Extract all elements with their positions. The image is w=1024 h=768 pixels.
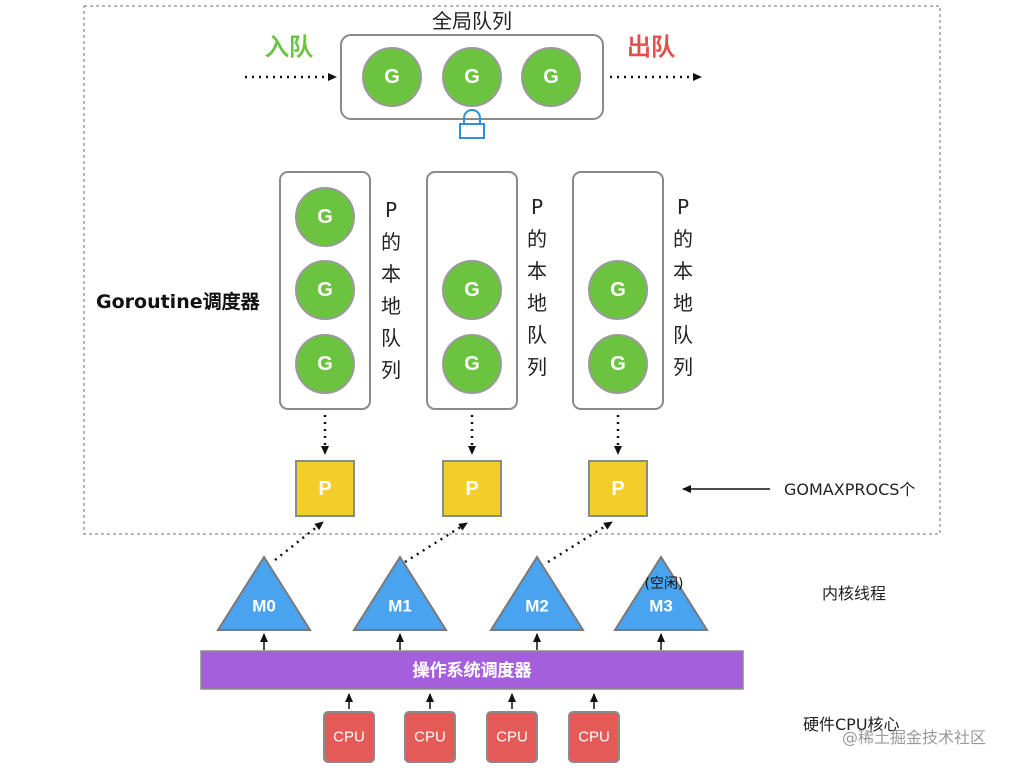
machine-label: M0 bbox=[252, 597, 276, 616]
machine-label: M1 bbox=[388, 597, 412, 616]
global-goroutine: G bbox=[521, 47, 581, 107]
local-goroutine-label: G bbox=[317, 279, 333, 301]
scheduler-label: Goroutine调度器 bbox=[96, 290, 261, 313]
cpu-label: CPU bbox=[414, 729, 446, 746]
local-queue-label-char: 本 bbox=[527, 259, 547, 283]
kernel-threads-label: 内核线程 bbox=[822, 584, 886, 603]
global-goroutine-label: G bbox=[464, 66, 480, 88]
machine-thread: M0 bbox=[216, 555, 312, 631]
os-scheduler-label: 操作系统调度器 bbox=[413, 660, 533, 681]
local-queue-label-char: 的 bbox=[381, 230, 401, 254]
gomaxprocs-label: GOMAXPROCS个 bbox=[784, 480, 915, 499]
local-queue-label-char: 队 bbox=[527, 323, 547, 347]
machine-thread: M1 bbox=[352, 555, 448, 631]
local-goroutine: G bbox=[588, 260, 648, 320]
local-queue-label: P 的 本 地 队 列 bbox=[673, 195, 693, 379]
processor-label: P bbox=[611, 478, 624, 500]
global-goroutine-label: G bbox=[543, 66, 559, 88]
local-goroutine-label: G bbox=[317, 353, 333, 375]
local-goroutine-label: G bbox=[610, 279, 626, 301]
lock-icon bbox=[459, 109, 485, 139]
scheduler-boundary bbox=[83, 5, 941, 535]
local-goroutine-label: G bbox=[464, 353, 480, 375]
local-goroutine: G bbox=[295, 334, 355, 394]
machine-label: M3 bbox=[649, 597, 673, 616]
local-goroutine-label: G bbox=[610, 353, 626, 375]
local-goroutine: G bbox=[295, 260, 355, 320]
cpu-label: CPU bbox=[578, 729, 610, 746]
local-goroutine: G bbox=[588, 334, 648, 394]
machine-thread: M3 bbox=[613, 555, 709, 631]
local-goroutine: G bbox=[442, 260, 502, 320]
cpu-core: CPU bbox=[404, 711, 456, 763]
global-goroutine-label: G bbox=[384, 66, 400, 88]
local-queue-label-char: 的 bbox=[527, 227, 547, 251]
m-to-p-arrow bbox=[274, 521, 324, 561]
local-queue-label-char: 本 bbox=[381, 262, 401, 286]
local-queue-label-char: 列 bbox=[527, 355, 547, 379]
hardware-label: 硬件CPU核心 bbox=[803, 715, 900, 734]
processor-label: P bbox=[465, 478, 478, 500]
m-to-p-arrow bbox=[404, 521, 468, 564]
cpu-core: CPU bbox=[568, 711, 620, 763]
local-queue-label: P 的 本 地 队 列 bbox=[381, 198, 401, 382]
local-queue-label-char: 队 bbox=[381, 326, 401, 350]
idle-note: (空闲) bbox=[645, 576, 684, 592]
local-queue-label-char: 队 bbox=[673, 323, 693, 347]
global-goroutine: G bbox=[362, 47, 422, 107]
global-goroutine: G bbox=[442, 47, 502, 107]
local-goroutine: G bbox=[442, 334, 502, 394]
local-queue-label-char: P bbox=[677, 195, 689, 219]
local-queue-label-char: 的 bbox=[673, 227, 693, 251]
machine-thread: M2 bbox=[489, 555, 585, 631]
local-queue-label: P 的 本 地 队 列 bbox=[527, 195, 547, 379]
local-queue-label-char: 地 bbox=[673, 291, 693, 315]
local-goroutine-label: G bbox=[464, 279, 480, 301]
local-queue-label-char: 地 bbox=[527, 291, 547, 315]
cpu-core: CPU bbox=[486, 711, 538, 763]
m-to-p-arrow bbox=[547, 520, 613, 564]
processor-box: P bbox=[442, 460, 502, 517]
processor-box: P bbox=[295, 460, 355, 517]
local-queue-label-char: 列 bbox=[381, 358, 401, 382]
processor-label: P bbox=[318, 478, 331, 500]
local-goroutine: G bbox=[295, 187, 355, 247]
enqueue-label: 入队 bbox=[265, 33, 314, 61]
watermark: @稀土掘金技术社区 bbox=[842, 728, 986, 747]
local-goroutine-label: G bbox=[317, 206, 333, 228]
cpu-label: CPU bbox=[496, 729, 528, 746]
machine-label: M2 bbox=[525, 597, 549, 616]
local-queue-label-char: 本 bbox=[673, 259, 693, 283]
local-queue-label-char: P bbox=[531, 195, 543, 219]
cpu-label: CPU bbox=[333, 729, 365, 746]
dequeue-label: 出队 bbox=[627, 33, 676, 61]
processor-box: P bbox=[588, 460, 648, 517]
local-queue-label-char: P bbox=[385, 198, 397, 222]
cpu-core: CPU bbox=[323, 711, 375, 763]
global-queue-title: 全局队列 bbox=[432, 9, 512, 33]
local-queue-label-char: 地 bbox=[381, 294, 401, 318]
local-queue-label-char: 列 bbox=[673, 355, 693, 379]
os-scheduler-bar bbox=[200, 650, 744, 690]
